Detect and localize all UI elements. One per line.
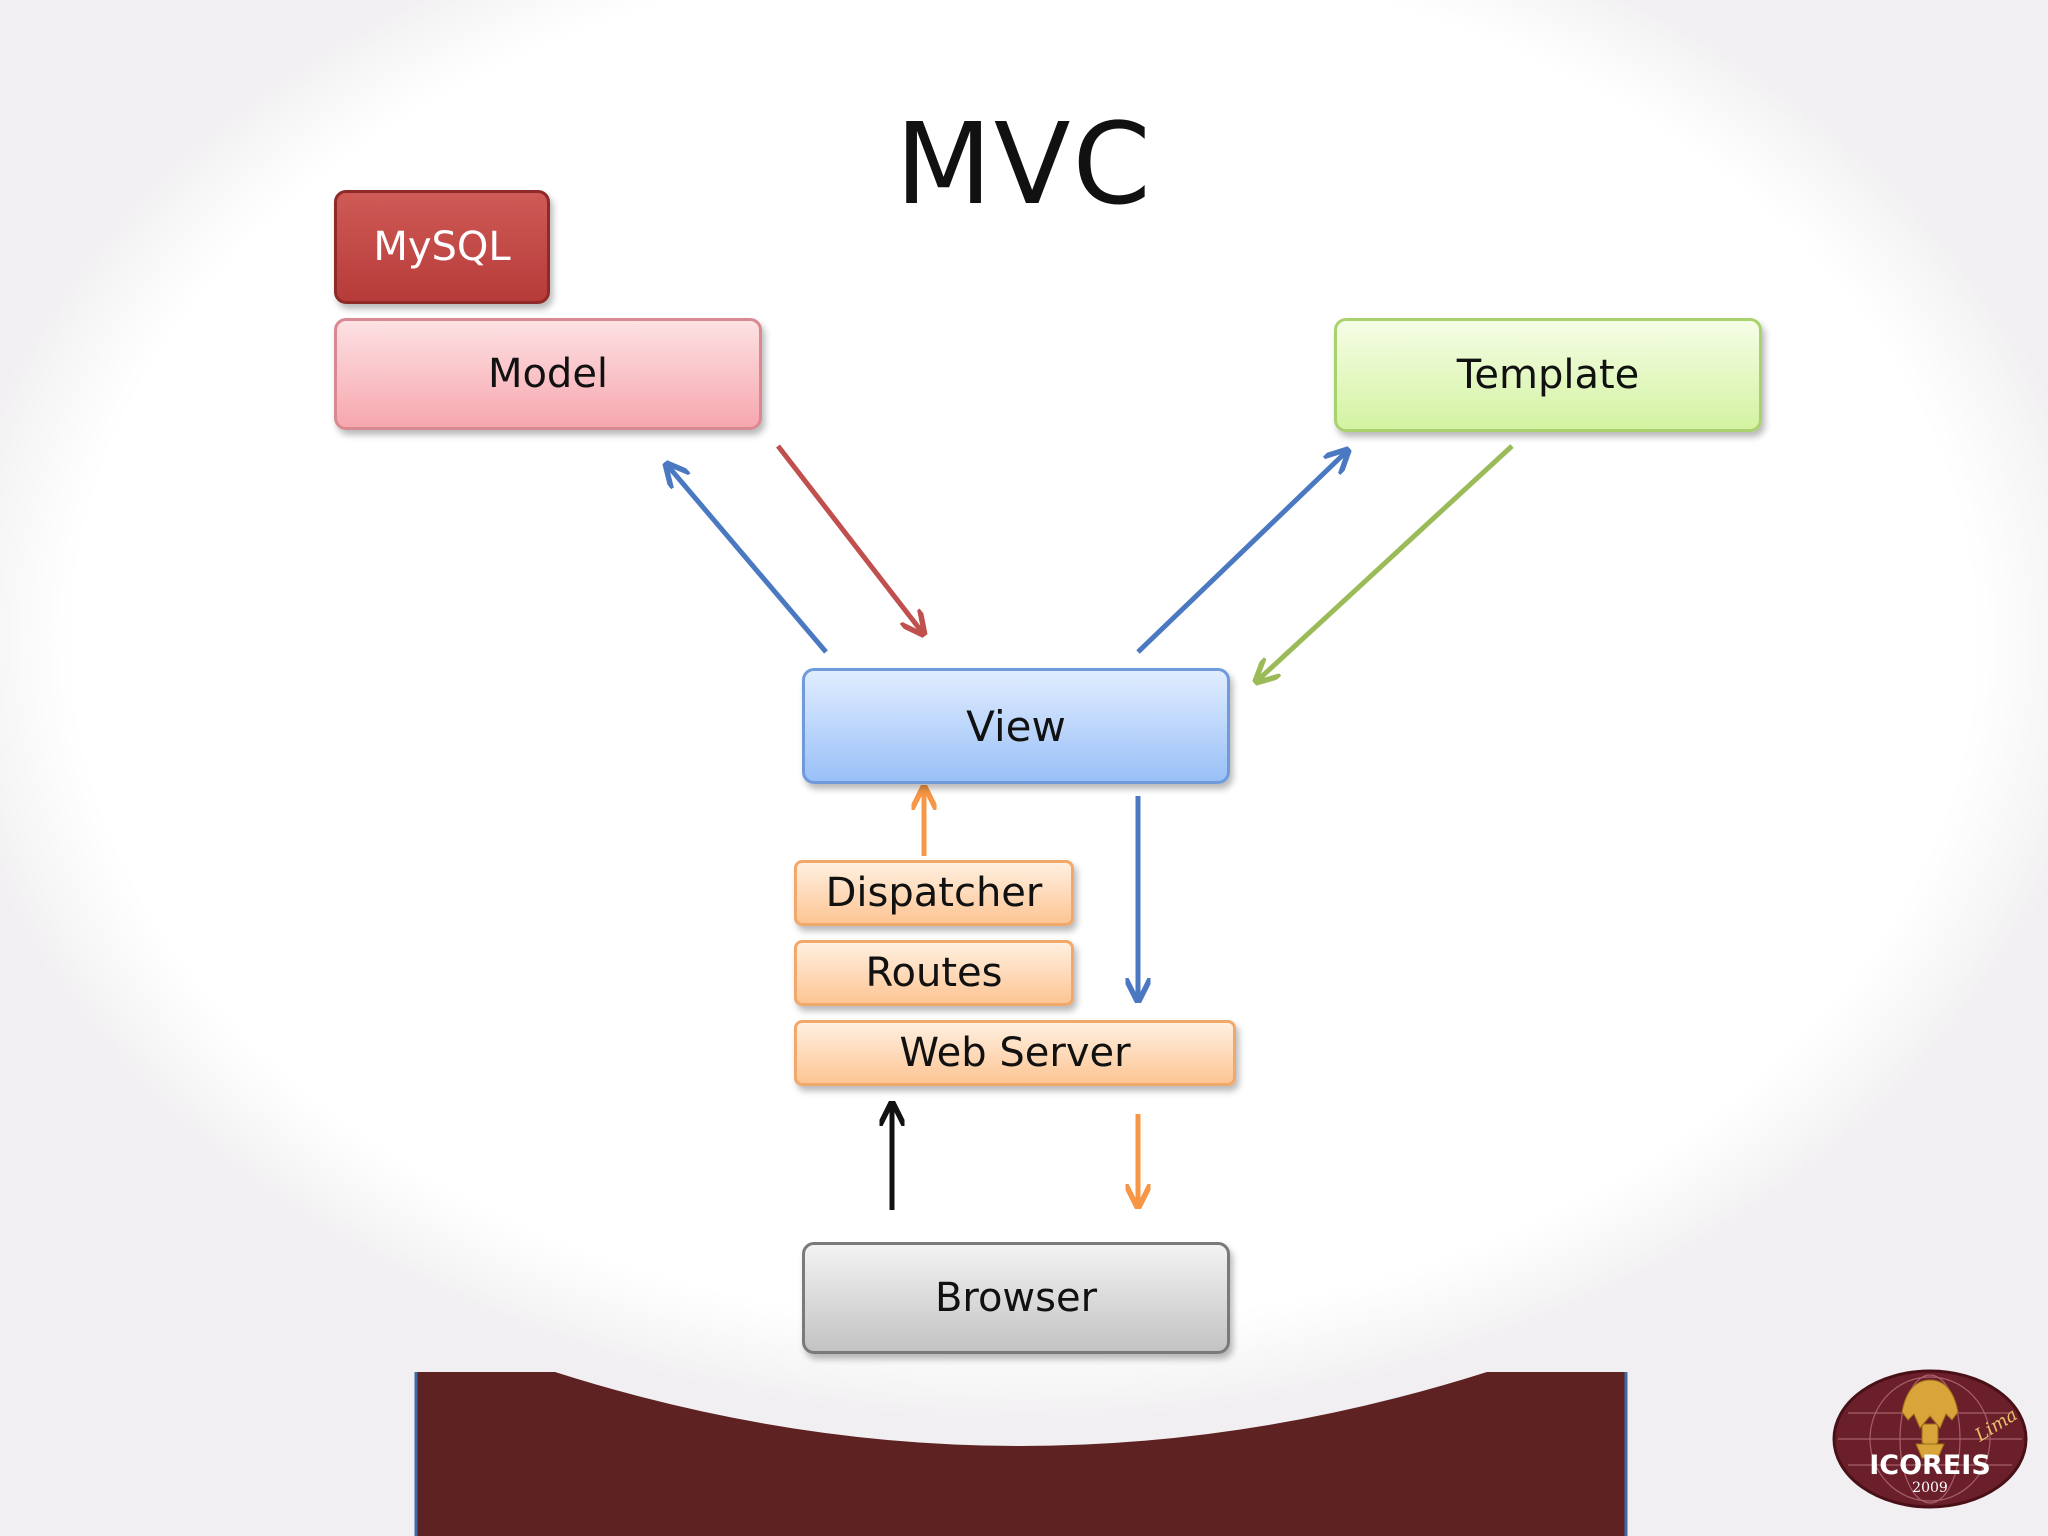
dispatcher-node: Dispatcher (794, 860, 1074, 926)
slide-title: MVC (895, 100, 1153, 230)
logo-year: 2009 (1912, 1480, 1948, 1496)
model-node: Model (334, 318, 762, 430)
icoreis-logo: ICOREIS 2009 Lima (1832, 1369, 2028, 1509)
browser-node: Browser (802, 1242, 1230, 1354)
mysql-node: MySQL (334, 190, 550, 304)
logo-text: ICOREIS (1869, 1450, 1991, 1481)
routes-node: Routes (794, 940, 1074, 1006)
web-server-node: Web Server (794, 1020, 1236, 1086)
view-node: View (802, 668, 1230, 784)
template-node: Template (1334, 318, 1762, 432)
